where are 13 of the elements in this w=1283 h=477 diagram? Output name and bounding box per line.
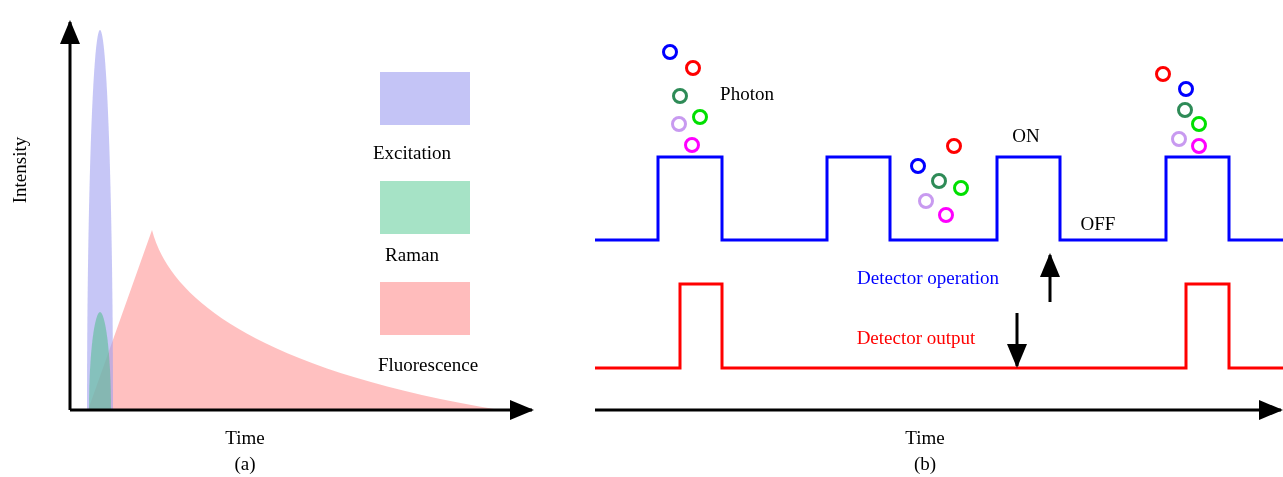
signal-label: Detector output xyxy=(856,328,976,349)
legend-label: Excitation xyxy=(372,143,452,164)
legend-label: Raman xyxy=(385,245,439,266)
state-label: ON xyxy=(1012,126,1040,147)
axis-title: Time xyxy=(905,428,945,449)
axis-title: Intensity xyxy=(9,136,31,204)
state-label: OFF xyxy=(1080,214,1116,235)
photon-label: Photon xyxy=(720,84,774,105)
signal-label: Detector operation xyxy=(857,268,999,289)
panel-label: (a) xyxy=(234,454,256,475)
axis-title: Time xyxy=(225,428,265,449)
panel-label: (b) xyxy=(913,454,937,475)
legend-label: Fluorescence xyxy=(377,355,479,376)
